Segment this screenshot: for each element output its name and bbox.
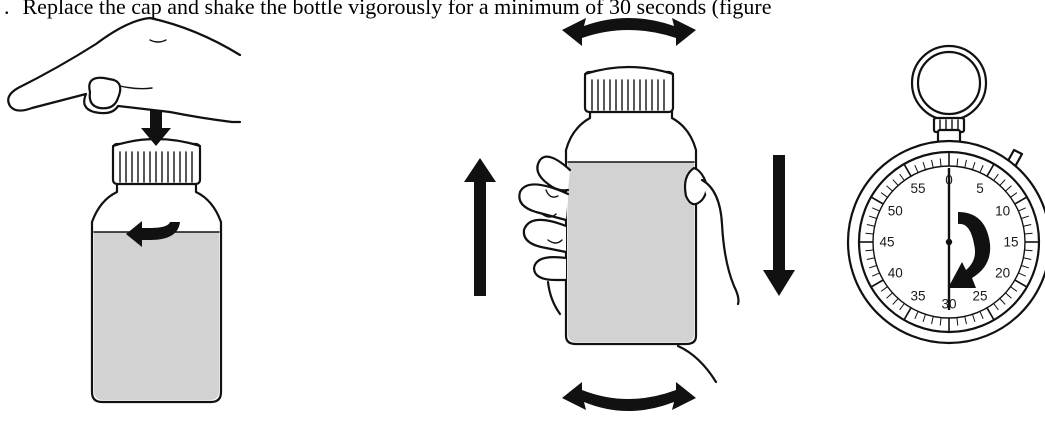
dial-number: 45 (879, 235, 894, 250)
dial-number: 35 (910, 288, 925, 303)
dial-number: 15 (1003, 235, 1018, 250)
rotate-arrow-icon (562, 382, 696, 411)
dial-number: 25 (972, 288, 987, 303)
bottle-icon (92, 139, 221, 402)
dial-number: 40 (888, 266, 903, 281)
dial-number: 50 (888, 204, 903, 219)
dial-number: 55 (910, 181, 925, 196)
bottle-icon (566, 67, 696, 344)
dial-number: 10 (995, 204, 1010, 219)
instruction-caption: . Replace the cap and shake the bottle vi… (4, 0, 1045, 21)
panel-shake (464, 18, 795, 411)
dial-number: 20 (995, 266, 1010, 281)
up-arrow-icon (464, 158, 496, 296)
panel-stopwatch: 0510152025303540455055 (848, 46, 1045, 343)
down-arrow-icon (763, 155, 795, 296)
dial-number: 5 (976, 181, 984, 196)
step-number: . (4, 0, 10, 19)
panel-cap-press (8, 18, 240, 402)
instruction-text: Replace the cap and shake the bottle vig… (23, 0, 772, 19)
hand-icon (8, 18, 240, 122)
